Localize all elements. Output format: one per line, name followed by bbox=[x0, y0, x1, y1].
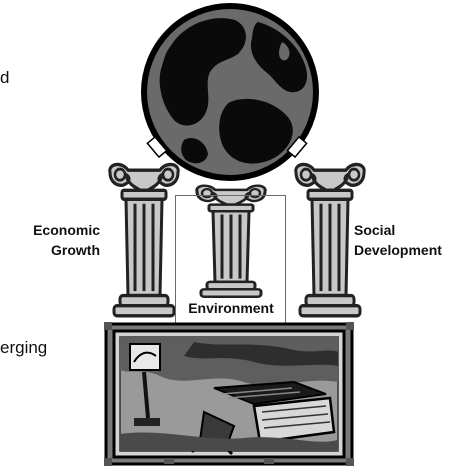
left-text-bottom: erging bbox=[0, 338, 48, 357]
label-environment-line1: Environment bbox=[188, 300, 274, 316]
left-text-top: d bbox=[0, 68, 10, 87]
globe-icon bbox=[141, 3, 319, 181]
label-economic-growth: Economic Growth bbox=[9, 220, 100, 260]
label-economic-line2: Growth bbox=[51, 242, 100, 258]
label-social-development: Social Development bbox=[354, 220, 469, 260]
label-environment: Environment bbox=[176, 298, 286, 318]
label-social-line2: Development bbox=[354, 242, 442, 258]
computer-scene-icon bbox=[104, 322, 354, 466]
pillar-economic bbox=[108, 162, 180, 318]
label-social-line1: Social bbox=[354, 222, 396, 238]
label-economic-line1: Economic bbox=[33, 222, 100, 238]
